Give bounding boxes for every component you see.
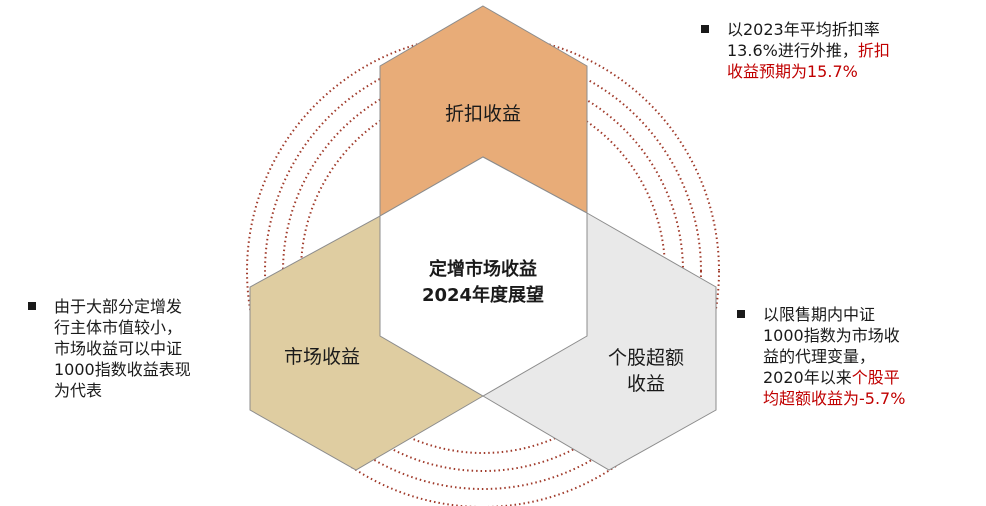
- center-title-line1: 定增市场收益: [429, 259, 537, 280]
- bullet-icon: [28, 302, 36, 310]
- note-excess-text: 以限售期内中证 1000指数为市场收 益的代理变量， 2020年以来个股平 均超…: [763, 305, 906, 408]
- note-market-text: 由于大部分定增发 行主体市值较小， 市场收益可以中证 1000指数收益表现 为代…: [54, 297, 191, 400]
- label-excess-yield-line1: 个股超额: [607, 347, 684, 369]
- note-discount: 以2023年平均折扣率 13.6%进行外推，折扣 收益预期为15.7%: [701, 19, 961, 82]
- center-title-line2: 2024年度展望: [421, 285, 545, 306]
- label-discount-yield: 折扣收益: [444, 103, 521, 125]
- bullet-icon: [737, 310, 745, 318]
- note-discount-text: 以2023年平均折扣率 13.6%进行外推，折扣 收益预期为15.7%: [727, 20, 890, 81]
- center-hexagon: [379, 156, 588, 397]
- label-excess-yield-line2: 收益: [626, 373, 665, 395]
- center-title: 定增市场收益 2024年度展望: [403, 257, 563, 309]
- bullet-icon: [701, 25, 709, 33]
- label-market-yield: 市场收益: [283, 346, 360, 368]
- label-excess-yield: 个股超额 收益: [586, 345, 706, 397]
- note-market: 由于大部分定增发 行主体市值较小， 市场收益可以中证 1000指数收益表现 为代…: [28, 296, 248, 401]
- note-excess: 以限售期内中证 1000指数为市场收 益的代理变量， 2020年以来个股平 均超…: [737, 304, 977, 409]
